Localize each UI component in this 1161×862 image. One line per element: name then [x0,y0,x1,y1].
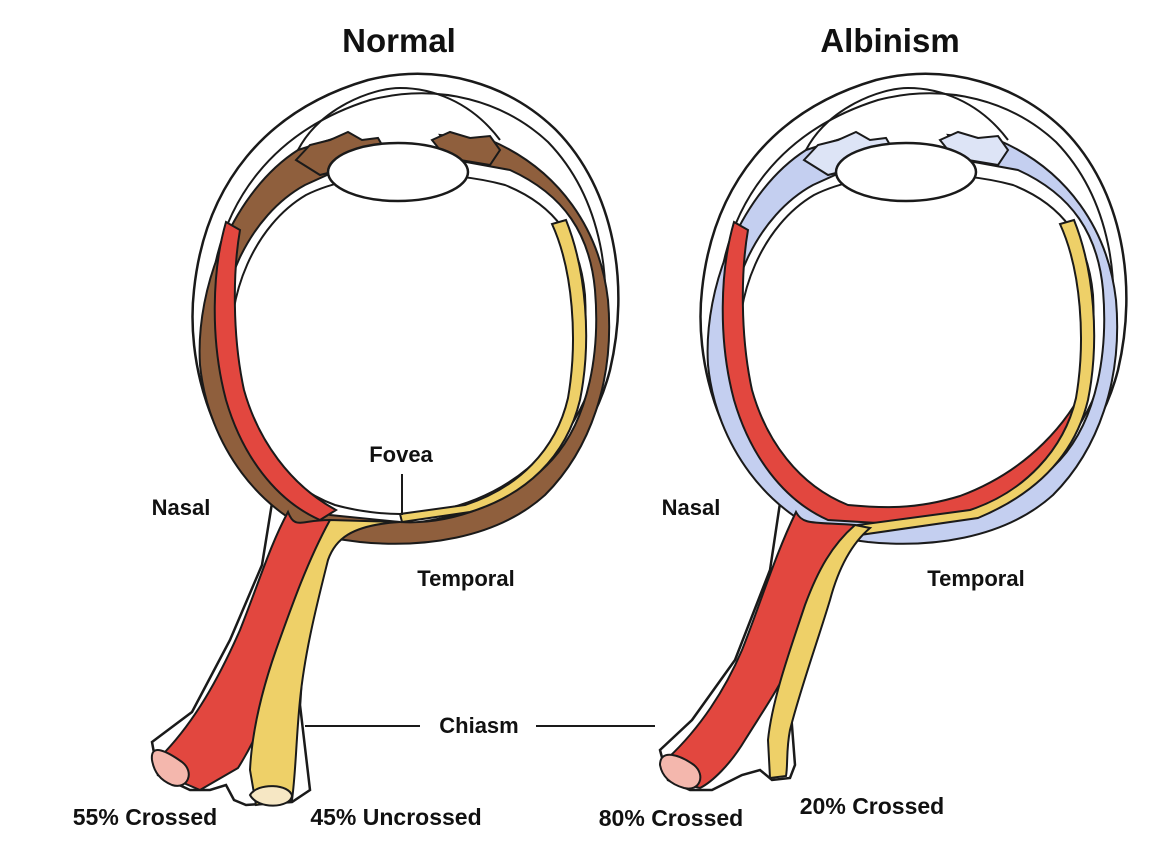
normal-crossed-label: 55% Crossed [73,804,217,830]
normal-lens [326,141,470,203]
normal-temporal-retina [398,218,588,524]
albinism-nasal-label: Nasal [662,495,721,520]
albinism-crossed-label: 80% Crossed [599,805,743,831]
albinism-eye [658,72,1128,792]
albinism-nerve-second [766,523,873,780]
normal-eye [150,72,620,807]
normal-temporal-label: Temporal [417,566,514,591]
albinism-lens [834,141,978,203]
normal-cornea [297,86,501,151]
normal-nerve-uncrossed [248,518,401,807]
albinism-second-label: 20% Crossed [800,793,944,819]
albinism-cut-end-crossed [658,753,702,790]
chiasm-label: Chiasm [439,713,518,738]
normal-fovea-label: Fovea [369,442,433,467]
normal-cut-end-uncrossed [248,785,294,807]
normal-nasal-retina [213,220,338,522]
albinism-cornea [805,86,1009,151]
normal-uncrossed-label: 45% Uncrossed [310,804,481,830]
albinism-title: Albinism [820,22,959,59]
normal-title: Normal [342,22,456,59]
albinism-temporal-label: Temporal [927,566,1024,591]
normal-cut-end-crossed [150,749,190,787]
normal-nasal-label: Nasal [152,495,211,520]
